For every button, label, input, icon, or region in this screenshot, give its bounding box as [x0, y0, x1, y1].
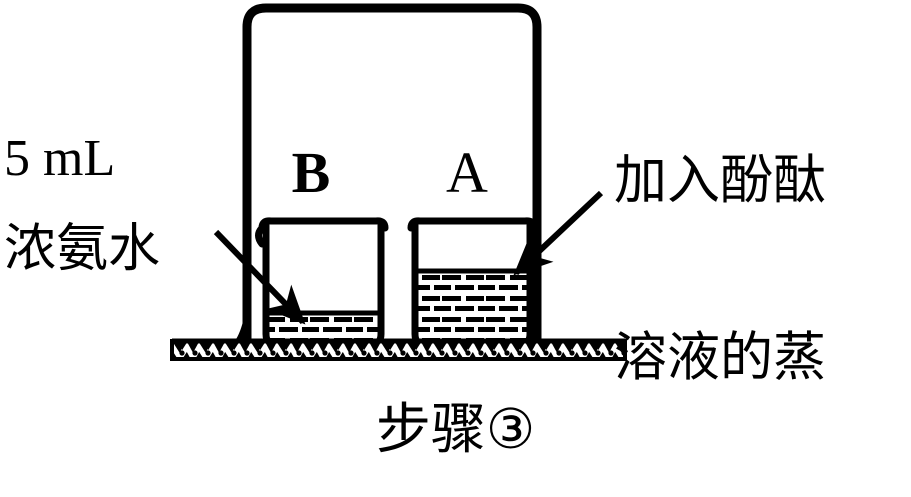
label-right-line1: 加入酚酞 [614, 150, 826, 212]
label-left-ammonia: 5 mL 浓氨水 [4, 96, 236, 312]
label-right-line2: 溶液的蒸 [614, 326, 826, 388]
beaker-a [407, 217, 541, 349]
bench-surface [170, 338, 627, 361]
beaker-a-label: A [446, 140, 488, 205]
figure-caption: 步骤③ [375, 397, 536, 461]
beaker-b [255, 217, 389, 349]
label-left-volume: 5 mL [4, 129, 116, 187]
label-left-substance: 浓氨水 [4, 219, 161, 280]
leader-line-right [513, 190, 604, 276]
leader-line-left [213, 229, 306, 325]
beaker-a-liquid [415, 271, 530, 345]
beaker-b-label: B [291, 140, 331, 205]
label-right-phenolphthalein: 加入酚酞 溶液的蒸 馏水 [614, 38, 910, 497]
